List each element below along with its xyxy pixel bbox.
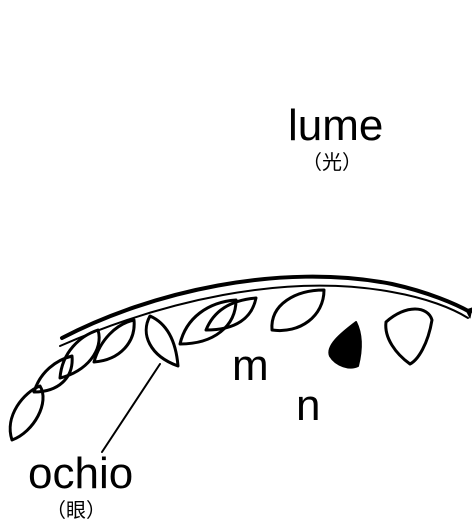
light-label-chinese: （光） — [302, 152, 362, 172]
eye-cell-5 — [146, 316, 178, 366]
n-label: n — [296, 384, 320, 428]
eye-cell-9 — [386, 309, 432, 364]
m-label: m — [232, 344, 269, 388]
eye-cell-filled — [329, 322, 360, 368]
eye-cell-1 — [10, 386, 43, 440]
arc-outer-line — [62, 277, 470, 338]
eye-cell-7 — [206, 298, 256, 330]
eye-label-chinese: （眼） — [46, 500, 106, 520]
arc-inner-line — [60, 286, 468, 346]
light-label: lume — [288, 104, 383, 148]
ochio-leader-line — [102, 364, 160, 452]
eye-cell-8 — [272, 290, 324, 331]
eye-label: ochio — [28, 452, 133, 496]
